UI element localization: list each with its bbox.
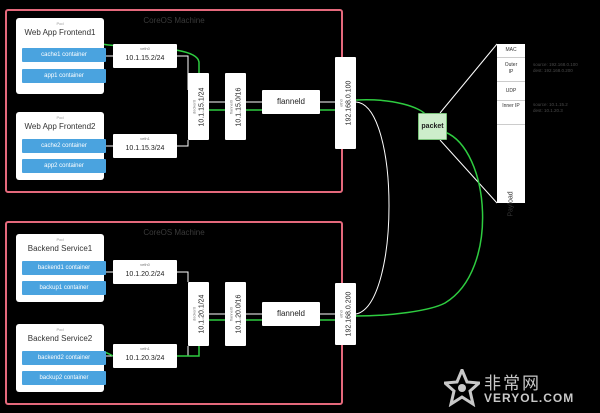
flannel0-ip: 10.1.20.0/16 — [235, 294, 242, 334]
inner-ip-source: source: 10.1.15.2 — [533, 102, 568, 107]
pod-tag: Pod — [56, 115, 64, 120]
container-cache2[interactable]: cache2 container — [22, 139, 106, 153]
eth0-tag: eth0 — [338, 310, 343, 318]
link-veth0-docker0-m2 — [177, 271, 189, 282]
pod-tag: Pod — [56, 327, 64, 332]
pod-tag: Pod — [56, 237, 64, 242]
eth0-ip: 192.168.0.200 — [345, 291, 352, 337]
veth-tag: veth1 — [140, 136, 150, 141]
flanneld-machine1: flanneld — [262, 90, 320, 114]
veth-tag: veth0 — [140, 262, 150, 267]
veth1-machine1: veth1 10.1.15.3/24 — [113, 134, 177, 158]
field-divider — [497, 57, 525, 58]
pod-backend-service2[interactable]: Pod Backend Service2 backend2 container … — [16, 324, 106, 392]
container-cache1[interactable]: cache1 container — [22, 48, 106, 62]
docker0-tag: docker0 — [191, 306, 196, 322]
watermark-star-icon — [444, 369, 480, 407]
flannel0-ip: 10.1.15.0/16 — [235, 87, 242, 126]
field-divider — [497, 81, 525, 82]
machine-title: CoreOS Machine — [143, 16, 205, 25]
pod-web-app-frontend2[interactable]: Pod Web App Frontend2 cache2 container a… — [16, 112, 106, 180]
pod-backend-service1[interactable]: Pod Backend Service1 backend1 container … — [16, 234, 106, 302]
container-backup1[interactable]: backup1 container — [22, 281, 106, 295]
flannel0-tag: flannel0 — [228, 307, 233, 322]
flannel0-tag: flannel0 — [228, 99, 233, 114]
zoom-line-top — [439, 43, 498, 114]
zoom-line-bottom — [439, 139, 498, 204]
outer-ip-dest: dest: 192.168.0.200 — [533, 68, 573, 73]
veth-tag: veth0 — [140, 46, 150, 51]
veth0-machine2: veth0 10.1.20.2/24 — [113, 260, 177, 284]
eth0-ip: 192.168.0.100 — [345, 80, 352, 126]
packet-field-payload: Payload — [507, 191, 515, 217]
pod-title: Web App Frontend2 — [24, 122, 96, 131]
watermark-cn: 非常网 — [484, 374, 541, 393]
veth-tag: veth1 — [140, 346, 150, 351]
watermark-en: VERYOL.COM — [484, 391, 575, 405]
docker0-tag: docker0 — [191, 99, 196, 114]
pod-title: Backend Service2 — [27, 334, 93, 343]
eth0-tag: eth0 — [338, 99, 343, 107]
pod-tag: Pod — [56, 21, 64, 26]
inner-ip-dest: dest: 10.1.20.3 — [533, 108, 563, 113]
container-backend2[interactable]: backend2 container — [22, 351, 106, 365]
container-app1[interactable]: app1 container — [22, 69, 106, 83]
watermark: 非常网 VERYOL.COM — [442, 369, 592, 409]
packet-field-mac: MAC — [505, 47, 517, 53]
packet-field-udp: UDP — [505, 88, 517, 94]
docker0-ip: 10.1.20.1/24 — [198, 294, 205, 334]
pod-title: Web App Frontend1 — [24, 28, 96, 37]
packet-field-inner-ip: Inner IP — [502, 103, 520, 109]
flanneld-machine2: flanneld — [262, 302, 320, 326]
veth1-machine2: veth1 10.1.20.3/24 — [113, 344, 177, 368]
veth-ip: 10.1.15.3/24 — [125, 145, 165, 152]
veth-ip: 10.1.20.3/24 — [125, 355, 165, 362]
veth-ip: 10.1.20.2/24 — [125, 271, 165, 278]
field-divider — [497, 124, 525, 125]
pod-title: Backend Service1 — [27, 244, 93, 253]
veth-ip: 10.1.15.2/24 — [125, 55, 165, 62]
packet-structure: MAC Outer IP UDP Inner IP Payload — [497, 44, 525, 217]
container-app2[interactable]: app2 container — [22, 159, 106, 173]
outer-ip-source: source: 192.168.0.100 — [533, 62, 578, 67]
link-eth0-eth0 — [355, 101, 390, 315]
packet-field-outer-ip: Outer IP — [504, 62, 518, 75]
link-veth1-docker0-m1 — [177, 140, 189, 147]
field-divider — [497, 100, 525, 101]
pod-web-app-frontend1[interactable]: Pod Web App Frontend1 cache1 container a… — [16, 18, 106, 94]
docker0-ip: 10.1.15.1/24 — [198, 87, 205, 126]
container-backend1[interactable]: backend1 container — [22, 261, 106, 275]
packet-box: packet — [418, 113, 447, 140]
veth0-machine1: veth0 10.1.15.2/24 — [113, 44, 177, 68]
machine-title: CoreOS Machine — [143, 228, 205, 237]
container-backup2[interactable]: backup2 container — [22, 371, 106, 385]
